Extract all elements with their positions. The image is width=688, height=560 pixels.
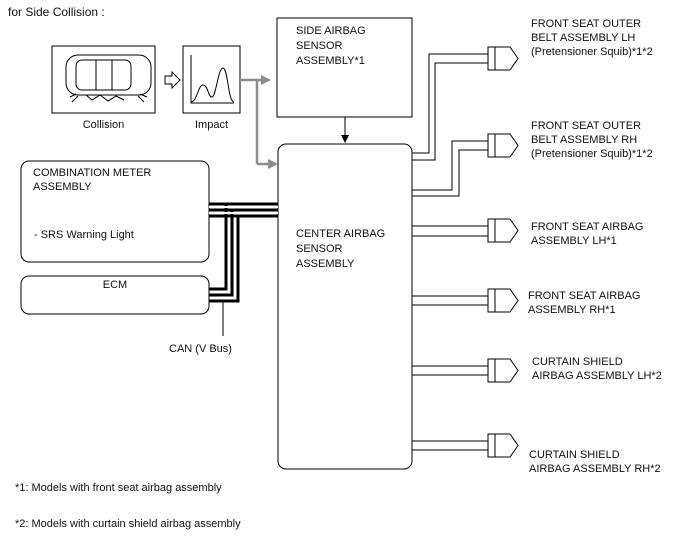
connector-curtain-shield-rh-icon [487, 433, 519, 458]
impact-arrowhead-lower [268, 159, 278, 169]
can-bus-label: CAN (V Bus) [169, 343, 232, 355]
srs-warning-light-label: - SRS Warning Light [34, 229, 134, 241]
collision-label: Collision [82, 119, 125, 131]
impact-arrowhead-upper [261, 75, 271, 85]
impact-signal-lines [240, 78, 270, 166]
connector-belt-rh-icon [487, 133, 519, 158]
ecm-label: ECM [102, 279, 128, 291]
output-wiring [412, 53, 488, 451]
center-airbag-sensor-box [277, 143, 413, 470]
diagram-heading: for Side Collision : [8, 5, 105, 19]
collision-image-frame [51, 45, 156, 114]
footnote-2: *2: Models with curtain shield airbag as… [15, 518, 241, 530]
connector-belt-lh-icon [487, 46, 519, 71]
impact-burst-icon [69, 93, 148, 103]
connector-front-seat-airbag-lh-icon [487, 218, 519, 243]
car-top-view-icon [65, 54, 152, 102]
connector-front-seat-airbag-rh-icon [487, 288, 519, 313]
impact-waveform-icon [190, 55, 235, 104]
footnote-1: *1: Models with front seat airbag assemb… [15, 482, 222, 494]
side-to-center-arrowhead [341, 135, 349, 143]
impact-label: Impact [194, 119, 228, 131]
connector-curtain-shield-lh-icon [487, 358, 519, 383]
hollow-arrow-icon [164, 70, 181, 90]
can-bus-lines [209, 202, 278, 303]
